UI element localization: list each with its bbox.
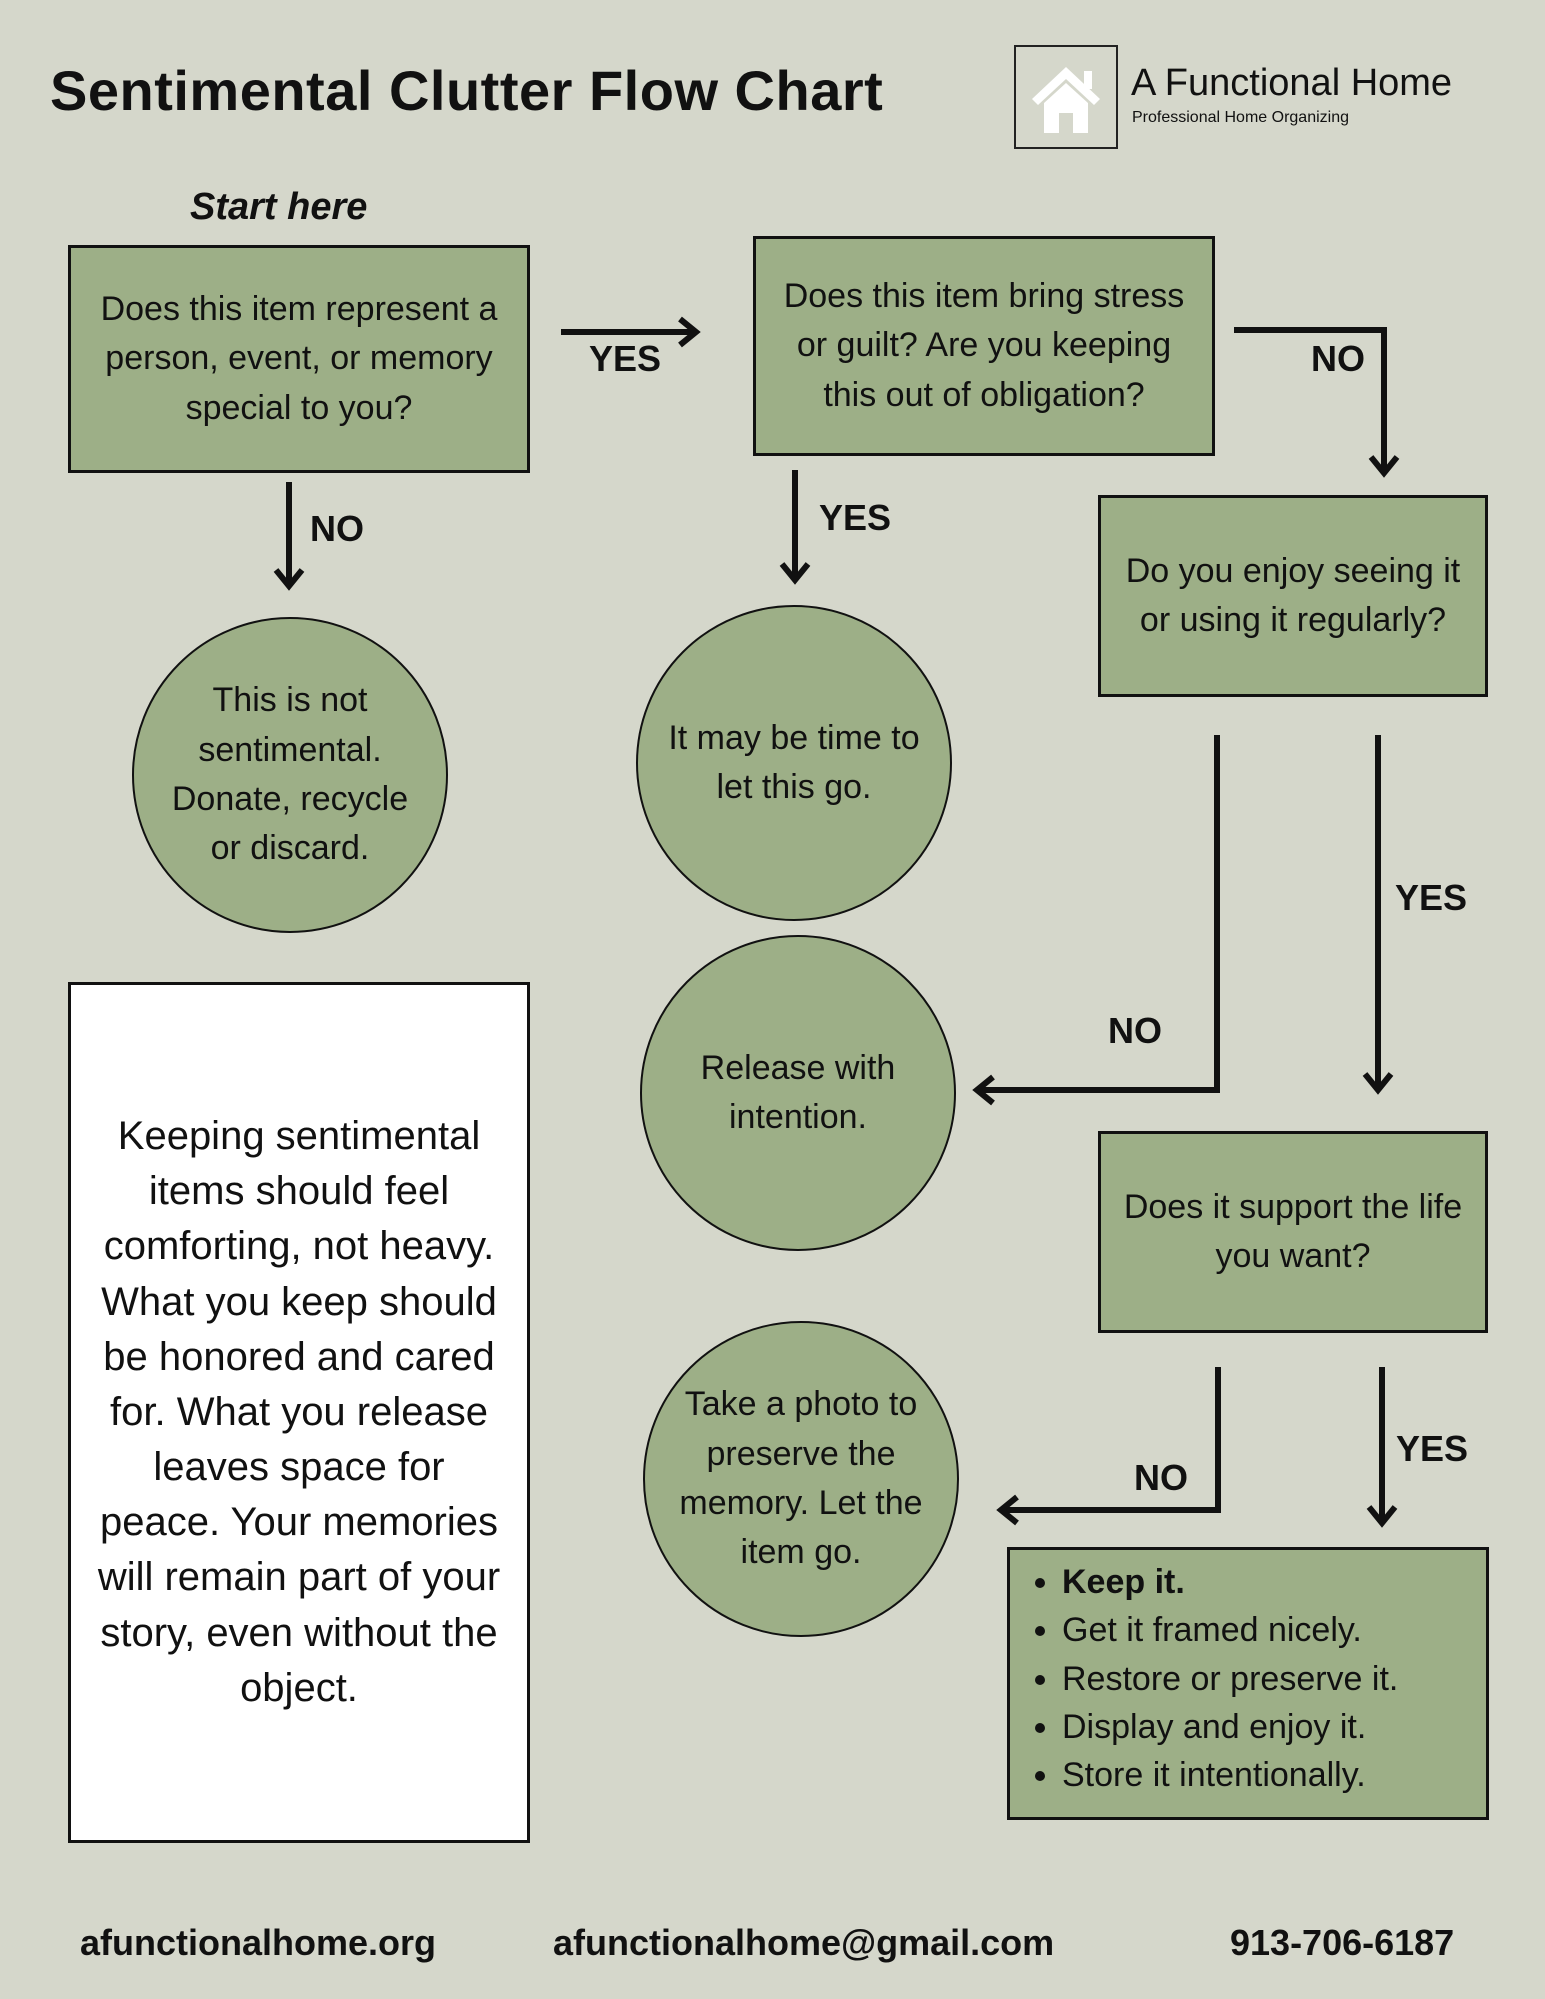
- question-text: Does it support the life you want?: [1123, 1187, 1463, 1275]
- question-box-support: Does it support the life you want?: [1098, 1131, 1488, 1333]
- question-box-stress: Does this item bring stress or guilt? Ar…: [753, 236, 1215, 456]
- note-box: Keeping sentimental items should feel co…: [68, 982, 530, 1843]
- page-title: Sentimental Clutter Flow Chart: [50, 59, 884, 122]
- label-q1-yes: YES: [589, 338, 662, 379]
- outcome-not-sentimental: This is not sentimental. Donate, recycle…: [132, 617, 448, 933]
- keep-list: Keep it. Get it framed nicely. Restore o…: [1028, 1558, 1476, 1799]
- arrow-q2-no: [1234, 327, 1387, 470]
- start-label: Start here: [190, 186, 368, 228]
- keep-list-item: Restore or preserve it.: [1062, 1655, 1476, 1703]
- keep-it-box: Keep it. Get it framed nicely. Restore o…: [1007, 1547, 1489, 1820]
- question-text: Does this item bring stress or guilt? Ar…: [783, 277, 1185, 414]
- note-text: Keeping sentimental items should feel co…: [97, 1113, 501, 1710]
- keep-list-item: Display and enjoy it.: [1062, 1703, 1476, 1751]
- label-q4-no: NO: [1134, 1457, 1188, 1498]
- logo-tagline: Professional Home Organizing: [1132, 109, 1349, 126]
- outcome-text: This is not sentimental. Donate, recycle…: [171, 681, 409, 868]
- label-q2-no: NO: [1311, 338, 1365, 379]
- house-icon: [1032, 67, 1100, 133]
- label-q2-yes: YES: [819, 497, 892, 538]
- label-q3-no: NO: [1108, 1010, 1162, 1051]
- footer-phone[interactable]: 913-706-6187: [1230, 1922, 1455, 1963]
- question-box-represent: Does this item represent a person, event…: [68, 245, 530, 473]
- label-q4-yes: YES: [1396, 1428, 1469, 1469]
- label-q1-no: NO: [310, 508, 364, 549]
- keep-list-item: Keep it.: [1062, 1558, 1476, 1606]
- footer-website[interactable]: afunctionalhome.org: [80, 1922, 437, 1963]
- outcome-let-go: It may be time to let this go.: [636, 605, 952, 921]
- question-text: Does this item represent a person, event…: [100, 290, 498, 427]
- label-q3-yes: YES: [1395, 877, 1468, 918]
- keep-list-item: Store it intentionally.: [1062, 1751, 1476, 1799]
- outcome-release: Release with intention.: [640, 935, 956, 1251]
- logo-name: A Functional Home: [1131, 62, 1453, 104]
- question-box-enjoy: Do you enjoy seeing it or using it regul…: [1098, 495, 1488, 697]
- arrow-q4-no: [1004, 1367, 1221, 1513]
- outcome-text: It may be time to let this go.: [668, 718, 920, 806]
- arrow-q3-no: [980, 735, 1220, 1093]
- logo: [1014, 45, 1118, 149]
- keep-list-item: Get it framed nicely.: [1062, 1606, 1476, 1654]
- question-text: Do you enjoy seeing it or using it regul…: [1125, 551, 1461, 639]
- outcome-text: Release with intention.: [700, 1048, 896, 1136]
- outcome-text: Take a photo to preserve the memory. Let…: [679, 1385, 923, 1572]
- outcome-take-photo: Take a photo to preserve the memory. Let…: [643, 1321, 959, 1637]
- footer-email[interactable]: afunctionalhome@gmail.com: [553, 1922, 1055, 1963]
